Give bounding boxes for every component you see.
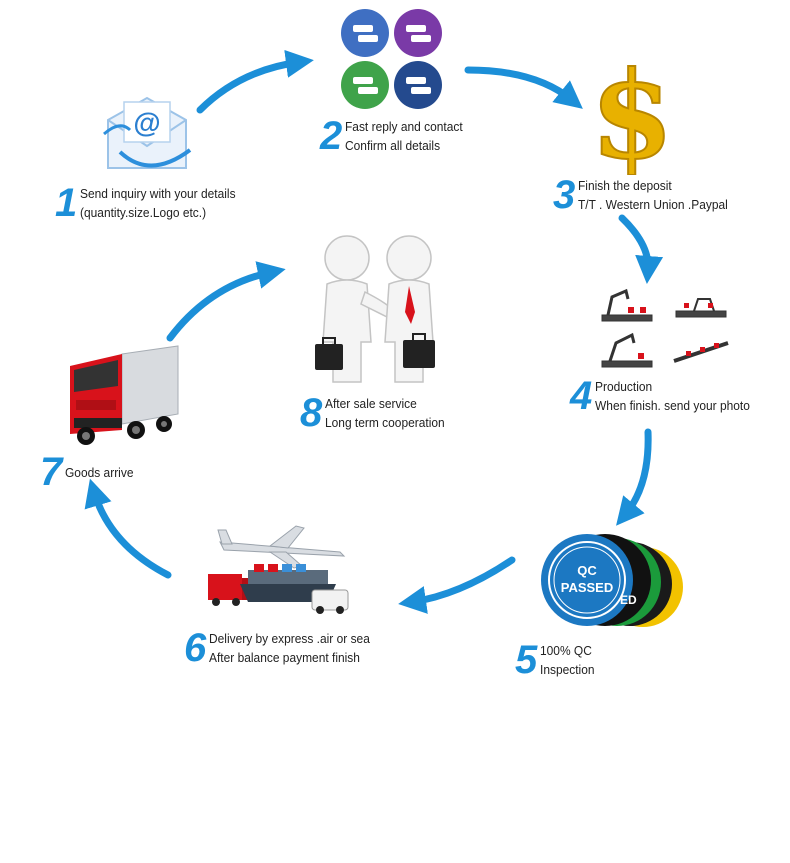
qc-badge-line1: QC bbox=[577, 563, 597, 578]
step-1-line-1: Send inquiry with your details bbox=[80, 186, 236, 201]
step-6-line-1: Delivery by express .air or sea bbox=[209, 631, 371, 646]
arrow-7-to-8 bbox=[166, 261, 286, 342]
arrow-6-to-7 bbox=[84, 478, 172, 579]
step-3-line-1: Finish the deposit bbox=[578, 178, 673, 193]
step-5-line-2: Inspection bbox=[540, 662, 595, 677]
step-2-number: 2 bbox=[320, 114, 343, 158]
step-6-line-2: After balance payment finish bbox=[209, 650, 361, 665]
arrow-1-to-2 bbox=[196, 49, 314, 114]
step-5-line-1: 100% QC bbox=[540, 643, 593, 658]
step-3-line-2: T/T . Western Union .Paypal bbox=[578, 197, 729, 212]
qc-badge-text: QC PASSED bbox=[557, 562, 617, 596]
step-1-line-2: (quantity.size.Logo etc.) bbox=[80, 205, 207, 220]
step-5-label: 5 100% QC Inspection bbox=[515, 640, 600, 680]
step-8-label: 8 After sale service Long term cooperati… bbox=[300, 393, 455, 433]
step-7-line-1: Goods arrive bbox=[65, 464, 134, 480]
red-truck-icon bbox=[70, 345, 179, 445]
dollar-sign-icon: $ bbox=[595, 45, 670, 175]
qc-badge-line2: PASSED bbox=[560, 580, 614, 595]
handshake-figures-icon bbox=[315, 235, 435, 383]
svg-text:@: @ bbox=[133, 107, 160, 138]
arrow-3-to-4 bbox=[618, 214, 664, 284]
step-4-label: 4 Production When finish. send your phot… bbox=[570, 376, 764, 416]
arrow-5-to-6 bbox=[398, 556, 516, 614]
step-7-label: 7 Goods arrive bbox=[40, 452, 140, 492]
arrow-4-to-5 bbox=[616, 428, 652, 526]
email-envelope-icon: @ bbox=[103, 96, 192, 169]
qc-badge-partial-text: ED bbox=[620, 593, 637, 607]
step-3-label: 3 Finish the deposit T/T . Western Union… bbox=[553, 175, 741, 215]
production-line-icons bbox=[601, 288, 729, 368]
reply-contact-icons bbox=[341, 9, 442, 109]
step-4-line-2: When finish. send your photo bbox=[595, 398, 751, 413]
svg-text:$: $ bbox=[595, 45, 670, 175]
step-3-number: 3 bbox=[553, 173, 576, 217]
step-8-line-2: Long term cooperation bbox=[325, 415, 445, 430]
step-8-line-1: After sale service bbox=[325, 396, 417, 411]
step-2-label: 2 Fast reply and contact Confirm all det… bbox=[320, 116, 473, 156]
step-4-line-1: Production bbox=[595, 379, 653, 394]
step-1-label: 1 Send inquiry with your details (quanti… bbox=[55, 183, 249, 223]
step-2-line-2: Confirm all details bbox=[345, 138, 441, 153]
step-2-line-1: Fast reply and contact bbox=[345, 119, 463, 134]
arrow-2-to-3 bbox=[464, 66, 583, 109]
step-5-number: 5 bbox=[515, 638, 538, 682]
step-7-number: 7 bbox=[40, 450, 63, 494]
step-4-number: 4 bbox=[570, 374, 593, 418]
step-1-number: 1 bbox=[55, 181, 78, 225]
step-8-number: 8 bbox=[300, 391, 323, 435]
step-6-label: 6 Delivery by express .air or sea After … bbox=[184, 628, 384, 668]
step-6-number: 6 bbox=[184, 626, 207, 670]
qc-passed-badge bbox=[541, 534, 683, 627]
delivery-vehicles-icon bbox=[208, 525, 349, 614]
